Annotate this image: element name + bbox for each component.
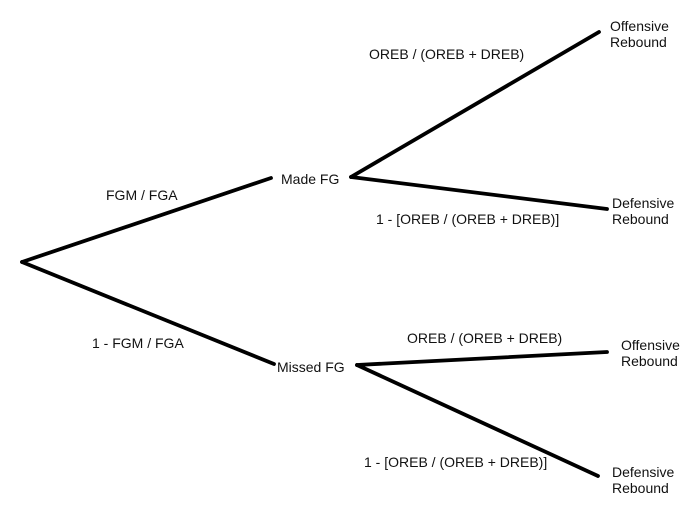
node-made-fg: Made FG [281, 171, 340, 187]
node-defensive-rebound-after-made: Defensive Rebound [612, 195, 675, 228]
branch-missed-fg-to-offensive-rebound [355, 350, 609, 367]
edge-label-dreb-after-missed-probability: 1 - [OREB / (OREB + DREB)] [364, 454, 548, 470]
node-missed-fg: Missed FG [277, 359, 345, 375]
node-offensive-rebound-after-made: Offensive Rebound [610, 18, 669, 51]
node-defensive-rebound-after-missed: Defensive Rebound [612, 464, 675, 497]
branch-root-to-missed-fg [20, 260, 276, 366]
branch-root-to-made-fg [20, 176, 273, 264]
branch-made-fg-to-offensive-rebound [349, 30, 601, 179]
branch-made-fg-to-defensive-rebound [349, 175, 609, 211]
edge-label-missed-fg-probability: 1 - FGM / FGA [92, 335, 184, 351]
edge-label-made-fg-probability: FGM / FGA [106, 187, 178, 203]
edge-label-dreb-after-made-probability: 1 - [OREB / (OREB + DREB)] [376, 211, 560, 227]
node-offensive-rebound-after-missed: Offensive Rebound [621, 337, 680, 370]
edge-label-oreb-after-made-probability: OREB / (OREB + DREB) [369, 46, 525, 62]
edge-label-oreb-after-missed-probability: OREB / (OREB + DREB) [407, 330, 563, 346]
branch-missed-fg-to-defensive-rebound [355, 363, 600, 478]
